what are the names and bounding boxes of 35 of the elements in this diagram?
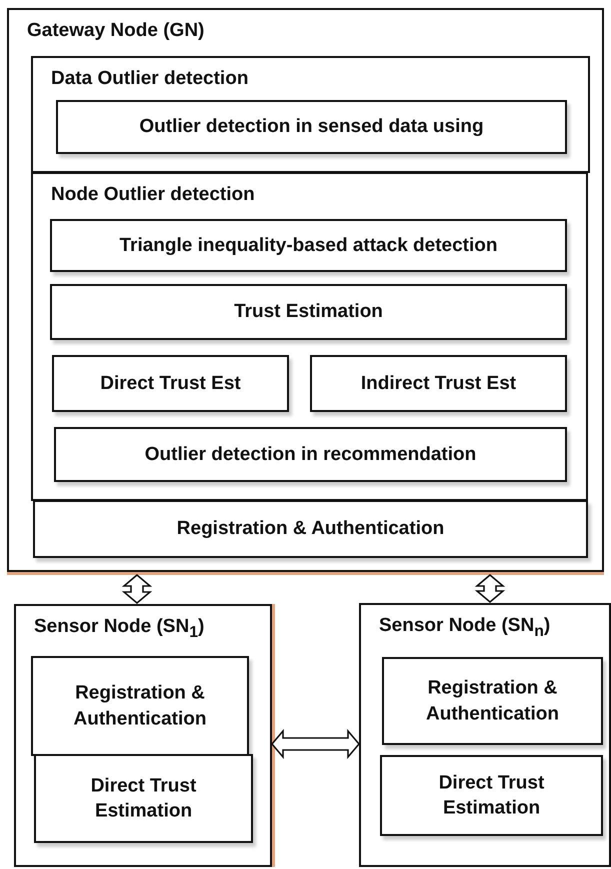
process-box bbox=[54, 427, 567, 482]
node-label: Outlier detection in recommendation bbox=[144, 442, 478, 467]
node-label: Outlier detection in sensed data using bbox=[138, 115, 485, 140]
group-box bbox=[31, 172, 588, 501]
node-label: Direct Trust Estimation bbox=[438, 770, 546, 820]
process-box bbox=[56, 100, 567, 154]
node-label: Registration & Authentication bbox=[72, 681, 208, 731]
process-box bbox=[31, 656, 249, 756]
double-arrow bbox=[270, 728, 360, 760]
node-label: Registration & Authentication bbox=[176, 517, 446, 542]
node-heading: Data Outlier detection bbox=[51, 67, 248, 91]
sensor-node-box bbox=[14, 604, 272, 867]
node-heading: Node Outlier detection bbox=[51, 183, 255, 207]
node-heading: Sensor Node (SN$_{n}$) bbox=[379, 614, 550, 642]
process-box bbox=[380, 755, 603, 836]
sensor-node-box bbox=[359, 603, 611, 867]
node-label: Direct Trust Est bbox=[99, 372, 242, 396]
node-label: Indirect Trust Est bbox=[360, 372, 518, 396]
node-label: Direct Trust Estimation bbox=[90, 774, 198, 824]
gateway-node-box bbox=[7, 8, 604, 572]
double-arrow bbox=[474, 574, 506, 604]
double-arrow bbox=[122, 574, 152, 604]
process-box bbox=[52, 355, 289, 412]
process-box bbox=[34, 754, 253, 843]
node-label: Registration & Authentication bbox=[425, 676, 560, 726]
group-box bbox=[31, 56, 590, 173]
node-label: Triangle inequality-based attack detection bbox=[118, 234, 498, 258]
process-box bbox=[382, 657, 603, 745]
process-box bbox=[33, 500, 588, 558]
node-heading: Gateway Node (GN) bbox=[27, 19, 204, 43]
node-heading: Sensor Node (SN$_{1}$) bbox=[34, 615, 204, 643]
node-label: Trust Estimation bbox=[233, 300, 384, 324]
process-box bbox=[310, 355, 567, 412]
process-box bbox=[50, 219, 567, 272]
process-box bbox=[50, 284, 567, 340]
